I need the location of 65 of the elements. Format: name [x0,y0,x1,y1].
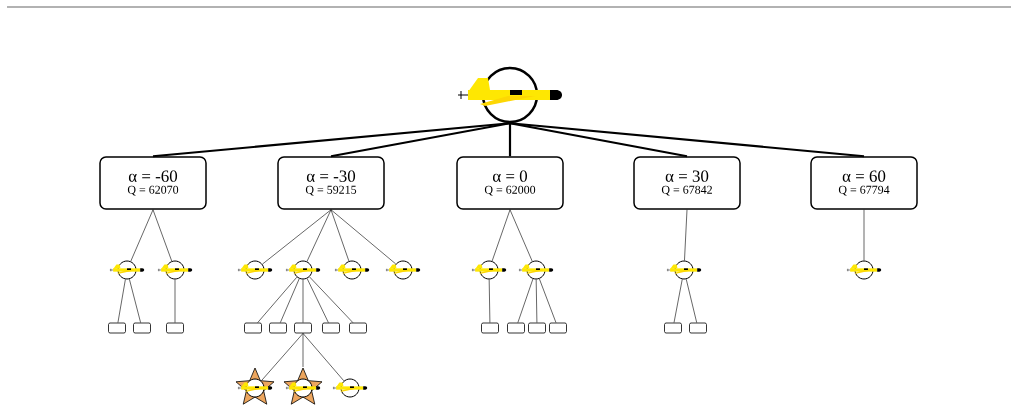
connector-line [863,209,865,261]
connector-line [306,278,329,323]
glider-circle [285,260,321,280]
connector-line [130,209,154,262]
connector-line [117,279,126,323]
glider-circle [846,260,882,280]
connector-line [330,122,511,158]
leaf-box [549,322,567,334]
connector-line [152,122,511,158]
connector-line [508,123,512,157]
connector-line [262,209,332,265]
glider-circle [457,66,562,124]
leaf-box [269,322,287,334]
connector-line [280,278,300,323]
connector-line [309,276,354,323]
glider-circle [109,260,145,280]
leaf-box [244,322,262,334]
leaf-box [133,322,151,334]
glider-circle [385,260,421,280]
star-marker [235,367,275,405]
glider-circle [332,378,368,398]
leaf-box [322,322,340,334]
connector-line [509,122,688,158]
glider-circle [237,260,273,280]
connector-line [488,279,491,323]
connector-line [509,122,865,158]
connector-line [306,209,332,262]
connector-line [491,209,511,262]
glider-circle [666,260,702,280]
connector-line [685,278,697,323]
parameter-box: α = 0 Q = 62000 [456,156,564,210]
connector-line [539,278,557,323]
leaf-box [528,322,546,334]
leaf-box [664,322,682,334]
connector-line [330,209,397,265]
connector-line [302,279,304,323]
leaf-box [507,322,525,334]
connector-line [684,209,688,261]
glider-circle [518,260,554,280]
connector-line [261,333,304,381]
connector-line [302,333,345,382]
connector-line [152,209,173,262]
parameter-box: α = 60 Q = 67794 [810,156,918,210]
connector-line [509,209,533,262]
connector-line [517,278,534,323]
leaf-box [294,322,312,334]
parameter-box: α = -60 Q = 62070 [99,156,207,210]
star-marker [283,367,323,405]
connector-line [257,276,298,323]
connector-line [535,279,538,323]
parameter-box: α = -30 Q = 59215 [277,156,385,210]
glider-circle [157,260,193,280]
leaf-box [108,322,126,334]
glider-circle [471,260,507,280]
leaf-box [349,322,367,334]
connector-line [302,333,304,368]
connector-line [174,279,176,323]
connector-line [673,279,683,323]
leaf-box [689,322,707,334]
leaf-box [166,322,184,334]
glider-circle [334,260,370,280]
parameter-box: α = 30 Q = 67842 [633,156,741,210]
connector-line [330,209,350,262]
connector-line [129,278,141,323]
leaf-box [481,322,499,334]
